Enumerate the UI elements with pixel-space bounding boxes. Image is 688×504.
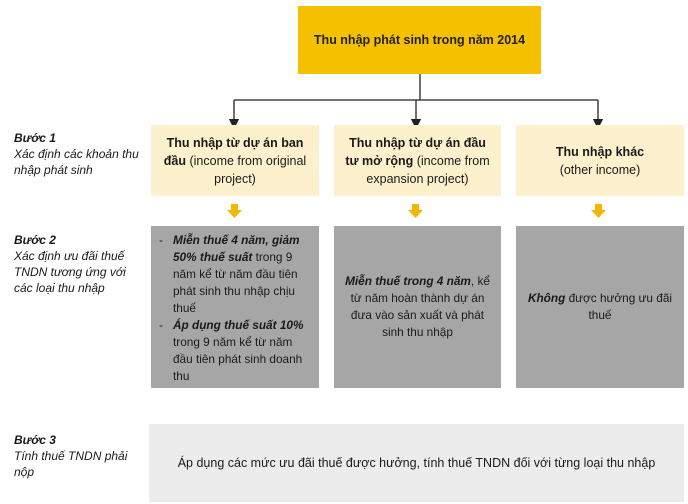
top-income-title: Thu nhập phát sinh trong năm 2014 [313, 33, 526, 47]
step-1-title: Bước 1 [14, 131, 56, 145]
step-2-label: Bước 2 Xác định ưu đãi thuế TNDN tương ứ… [14, 232, 144, 296]
step-2-desc: Xác định ưu đãi thuế TNDN tương ứng với … [14, 249, 126, 295]
tax-calculation-box: Áp dụng các mức ưu đãi thuế được hưởng, … [149, 424, 684, 502]
step-2-title: Bước 2 [14, 233, 56, 247]
step-1-desc: Xác định các khoản thu nhập phát sinh [14, 147, 139, 177]
income-expansion-normal: (income from expansion project) [366, 153, 490, 186]
top-income-box: Thu nhập phát sinh trong năm 2014 [298, 6, 541, 74]
down-arrow-icon [227, 204, 606, 218]
income-original-bold: Thu nhập từ dự án ban đầu [163, 135, 304, 168]
incentive-other-box: Không được hưởng ưu đãi thuế [516, 226, 684, 388]
income-original-normal: (income from original project) [186, 153, 307, 186]
income-original-box: Thu nhập từ dự án ban đầu (income from o… [151, 125, 319, 196]
step-1-label: Bước 1 Xác định các khoản thu nhập phát … [14, 130, 154, 178]
incentive-other-text: Không được hưởng ưu đãi thuế [527, 291, 673, 322]
income-other-box: Thu nhập khác (other income) [516, 125, 684, 196]
income-other-normal: (other income) [559, 162, 641, 177]
incentive-original-box: Miễn thuế 4 năm, giảm 50% thuế suất tron… [151, 226, 319, 388]
incentive-original-item-1: Miễn thuế 4 năm, giảm 50% thuế suất tron… [159, 232, 311, 317]
step-3-desc: Tính thuế TNDN phải nộp [14, 449, 128, 479]
step-3-label: Bước 3 Tính thuế TNDN phải nộp [14, 432, 144, 480]
income-expansion-bold: Thu nhập từ dự án đầu tư mở rộng [345, 135, 486, 168]
incentive-original-item-2: Áp dụng thuế suất 10% trong 9 năm kể từ … [159, 317, 311, 385]
step-3-title: Bước 3 [14, 433, 56, 447]
income-expansion-box: Thu nhập từ dự án đầu tư mở rộng (income… [334, 125, 501, 196]
income-other-bold: Thu nhập khác [555, 144, 645, 159]
incentive-expansion-text: Miễn thuế trong 4 năm, kể từ năm hoàn th… [345, 274, 490, 339]
tax-calculation-text: Áp dụng các mức ưu đãi thuế được hưởng, … [177, 456, 656, 470]
incentive-expansion-box: Miễn thuế trong 4 năm, kể từ năm hoàn th… [334, 226, 501, 388]
